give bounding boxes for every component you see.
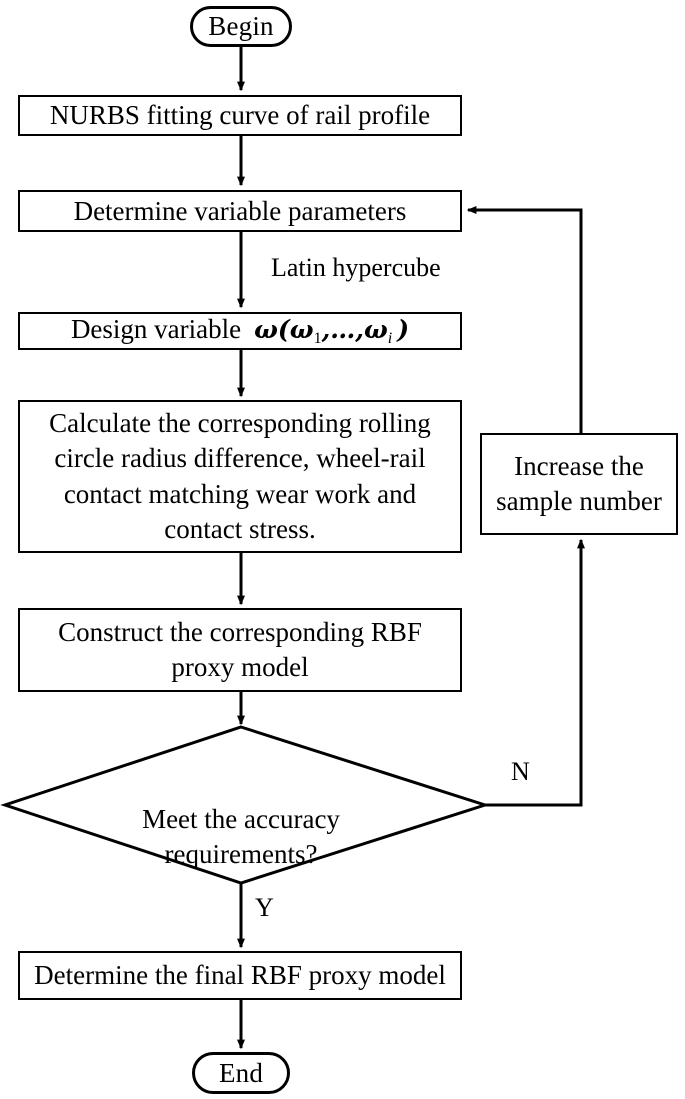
connector-increase-to-determine <box>466 206 583 433</box>
node-nurbs-fitting-label: NURBS fitting curve of rail profile <box>49 100 431 131</box>
node-calculate-label: Calculate the corresponding rolling circ… <box>49 408 431 544</box>
connector-decision-no-to-increase <box>485 538 585 807</box>
node-calculate[interactable]: Calculate the corresponding rolling circ… <box>18 400 462 553</box>
node-design-variable[interactable]: Design variable ω(ω1,…,ωi ) <box>18 312 462 350</box>
node-decision-accuracy-label: Meet the accuracy requirements? <box>142 804 340 870</box>
node-end[interactable]: End <box>192 1052 290 1094</box>
edge-label-no: N <box>511 757 530 786</box>
node-construct-rbf-label: Construct the corresponding RBF proxy mo… <box>58 616 422 682</box>
node-nurbs-fitting[interactable]: NURBS fitting curve of rail profile <box>18 95 462 136</box>
node-final-model-label: Determine the final RBF proxy model <box>34 960 446 991</box>
node-begin-label: Begin <box>208 11 274 42</box>
node-construct-rbf[interactable]: Construct the corresponding RBF proxy mo… <box>18 608 462 692</box>
node-decision-accuracy[interactable]: Meet the accuracy requirements? <box>81 767 401 872</box>
node-begin[interactable]: Begin <box>190 6 292 47</box>
node-design-variable-content: Design variable ω(ω1,…,ωi ) <box>65 314 415 348</box>
node-design-variable-math: ω(ω1,…,ωi ) <box>254 315 410 347</box>
node-increase-sample[interactable]: Increase the sample number <box>480 433 678 535</box>
node-end-label: End <box>218 1057 264 1088</box>
node-final-model[interactable]: Determine the final RBF proxy model <box>18 951 462 1000</box>
node-increase-sample-label: Increase the sample number <box>496 450 662 516</box>
edge-label-latin-hypercube: Latin hypercube <box>271 253 441 282</box>
node-design-variable-prefix: Design variable <box>70 314 242 345</box>
node-determine-parameters[interactable]: Determine variable parameters <box>18 190 462 232</box>
node-determine-parameters-label: Determine variable parameters <box>73 195 407 226</box>
edge-label-yes: Y <box>255 893 274 922</box>
